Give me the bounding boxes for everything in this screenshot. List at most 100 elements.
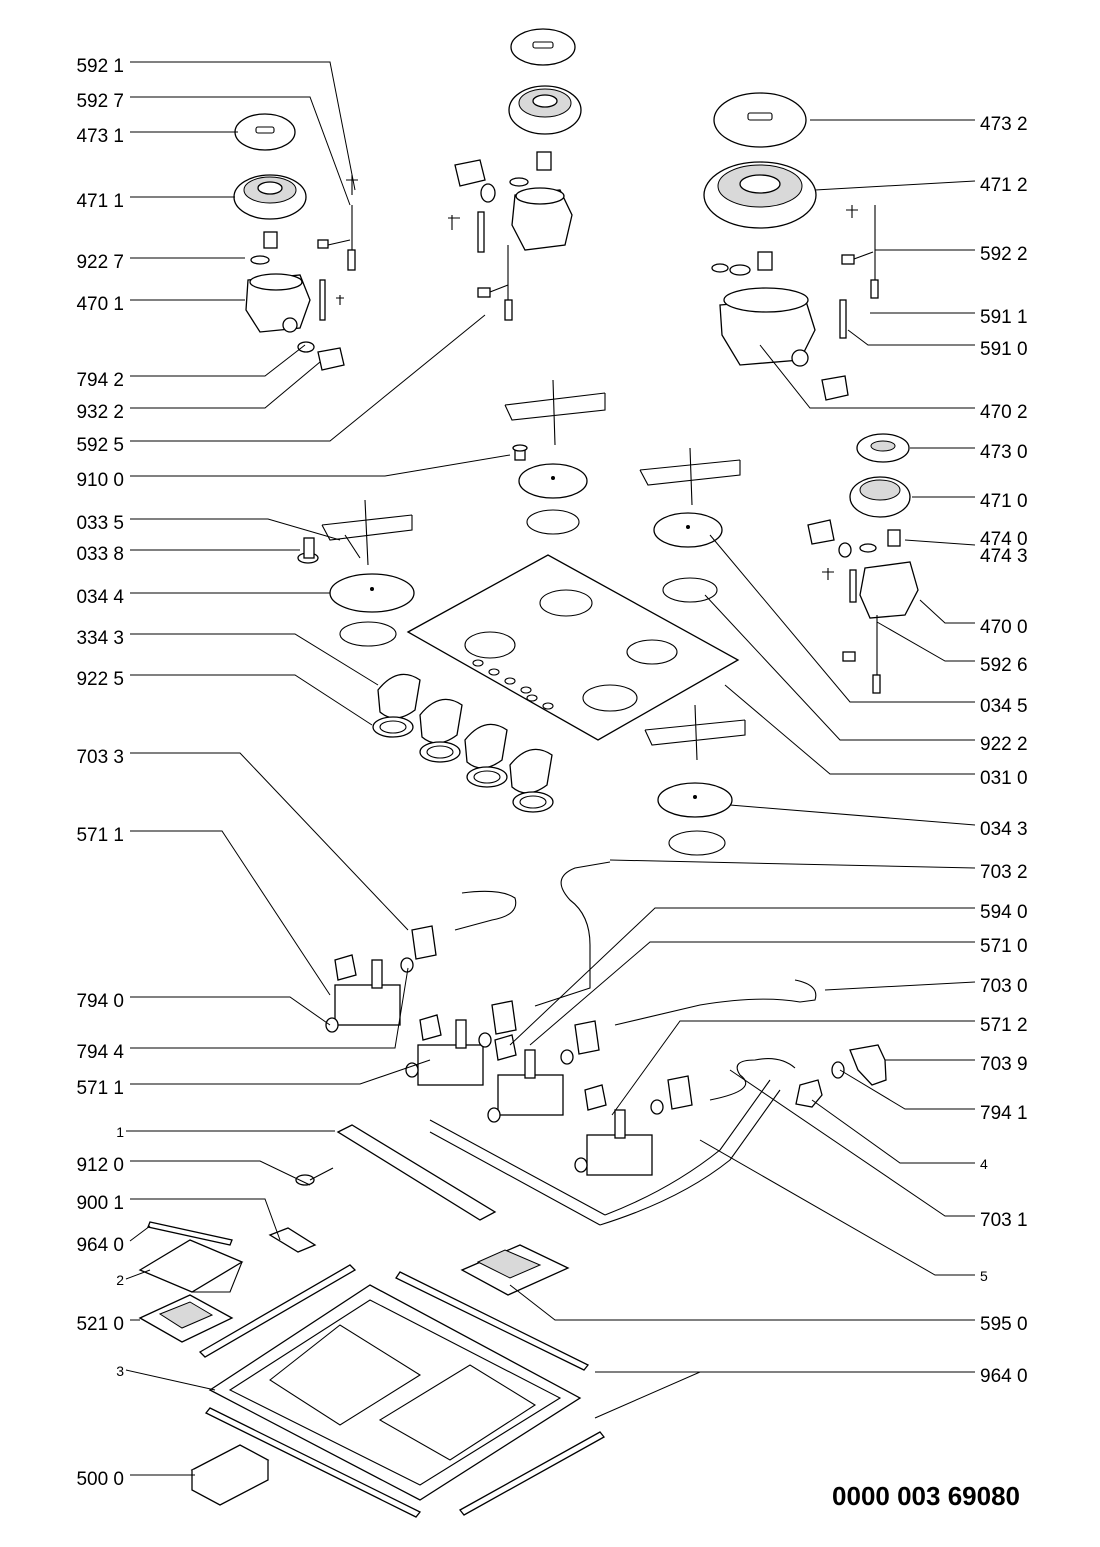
part-callout-label: 592 5 xyxy=(76,435,124,456)
part-callout-label: 922 2 xyxy=(980,734,1028,755)
burner-body-2 xyxy=(448,159,573,321)
terminal-block xyxy=(190,1444,270,1506)
part-callout-label: 473 0 xyxy=(980,442,1028,463)
leader-line xyxy=(130,1198,281,1241)
injector-1 xyxy=(250,231,278,265)
part-callout-label: 703 3 xyxy=(76,747,124,768)
leader-line xyxy=(904,539,976,546)
part-callout-label: 473 2 xyxy=(980,114,1028,135)
leader-line xyxy=(594,1371,975,1419)
part-callout-label: 571 1 xyxy=(76,1078,124,1099)
leader-line xyxy=(130,674,373,726)
part-callout-label: 794 4 xyxy=(76,1042,124,1063)
part-callout-label: 703 1 xyxy=(980,1210,1028,1231)
leader-line xyxy=(729,804,976,826)
leader-line xyxy=(130,1160,311,1186)
gas-tubes xyxy=(454,861,817,1101)
burner-head-4 xyxy=(849,476,911,518)
part-callout-label: 034 3 xyxy=(980,819,1028,840)
part-callout-label: 034 4 xyxy=(76,587,124,608)
ignition-module xyxy=(460,1244,570,1296)
part-callout-label: 594 0 xyxy=(980,902,1028,923)
part-callout-label: 521 0 xyxy=(76,1314,124,1335)
part-callout-label: 470 2 xyxy=(980,402,1028,423)
crown-ring-0345 xyxy=(518,463,588,499)
knob-bezels xyxy=(372,716,554,813)
leader-line xyxy=(130,1059,431,1085)
part-callout-label: 5 xyxy=(980,1268,988,1284)
leader-line xyxy=(130,344,306,377)
part-callout-label: 031 0 xyxy=(980,768,1028,789)
burner-head-1 xyxy=(233,174,307,220)
part-callout-label: 471 2 xyxy=(980,175,1028,196)
gas-tap-2 xyxy=(405,1000,517,1086)
strip-9640 xyxy=(147,1221,233,1246)
seal-9222 xyxy=(662,577,718,603)
burner-cap-3 xyxy=(713,92,807,148)
part-callout-label: 910 0 xyxy=(76,470,124,491)
part-callout-label: 471 0 xyxy=(980,491,1028,512)
control-board xyxy=(138,1294,234,1343)
injector-2 xyxy=(480,151,552,203)
part-callout-label: 571 0 xyxy=(980,936,1028,957)
screw-910 xyxy=(512,444,528,461)
bottom-tray xyxy=(198,1264,605,1518)
leader-line xyxy=(509,1284,975,1321)
part-callout-label: 592 1 xyxy=(76,56,124,77)
part-callout-label: 033 5 xyxy=(76,513,124,534)
part-callout-label: 474 0 xyxy=(980,529,1028,550)
leader-line xyxy=(729,1069,975,1217)
pan-support-4 xyxy=(644,704,746,761)
hob-top-plate xyxy=(406,554,740,741)
gas-tap-4 xyxy=(574,1075,693,1176)
parts-illustration xyxy=(138,28,919,1518)
part-callout-label: 474 3 xyxy=(980,546,1028,567)
part-callout-label: 964 0 xyxy=(76,1235,124,1256)
crown-ring-0344 xyxy=(329,573,415,613)
burner-body-3 xyxy=(711,205,879,401)
part-callout-label: 2 xyxy=(116,1272,124,1288)
cover-plate-2 xyxy=(138,1239,244,1293)
leader-line xyxy=(699,1139,975,1276)
leader-line xyxy=(824,981,976,991)
manifold-rail xyxy=(336,1124,497,1221)
part-callout-label: 1 xyxy=(116,1124,124,1140)
part-callout-label: 473 1 xyxy=(76,126,124,147)
leader-line xyxy=(529,941,975,1046)
burner-body-4 xyxy=(807,519,919,694)
part-callout-label: 592 6 xyxy=(980,655,1028,676)
knobs xyxy=(377,673,553,794)
screw-9120 xyxy=(295,1167,334,1186)
burner-body-1 xyxy=(245,175,358,333)
part-callout-label: 900 1 xyxy=(76,1193,124,1214)
leader-line xyxy=(839,1069,975,1110)
pan-support-2 xyxy=(504,379,606,446)
part-callout-label: 703 2 xyxy=(980,862,1028,883)
seal-0344 xyxy=(339,621,397,647)
leader-line xyxy=(847,329,975,346)
part-callout-label: 932 2 xyxy=(76,402,124,423)
leader-line xyxy=(611,1020,975,1116)
part-callout-label: 571 2 xyxy=(980,1015,1028,1036)
part-callout-label: 3 xyxy=(116,1363,124,1379)
seal-0345-top xyxy=(526,509,580,535)
part-callout-label: 794 0 xyxy=(76,991,124,1012)
part-callout-label: 794 1 xyxy=(980,1103,1028,1124)
part-callout-label: 500 0 xyxy=(76,1469,124,1490)
bracket-9001 xyxy=(268,1227,317,1253)
part-callout-label: 964 0 xyxy=(980,1366,1028,1387)
leader-line xyxy=(919,599,975,624)
part-callout-label: 571 1 xyxy=(76,825,124,846)
leader-line xyxy=(609,859,976,869)
seal-0343 xyxy=(668,830,726,856)
part-callout-label: 922 5 xyxy=(76,669,124,690)
part-callout-label: 470 0 xyxy=(980,617,1028,638)
leader-line xyxy=(129,1225,151,1242)
leader-line xyxy=(509,907,975,1046)
leader-line xyxy=(125,1269,151,1280)
clip-1 xyxy=(297,341,345,371)
leader-line xyxy=(130,96,351,206)
leader-line xyxy=(130,633,379,686)
inlet-fitting xyxy=(795,1044,887,1108)
